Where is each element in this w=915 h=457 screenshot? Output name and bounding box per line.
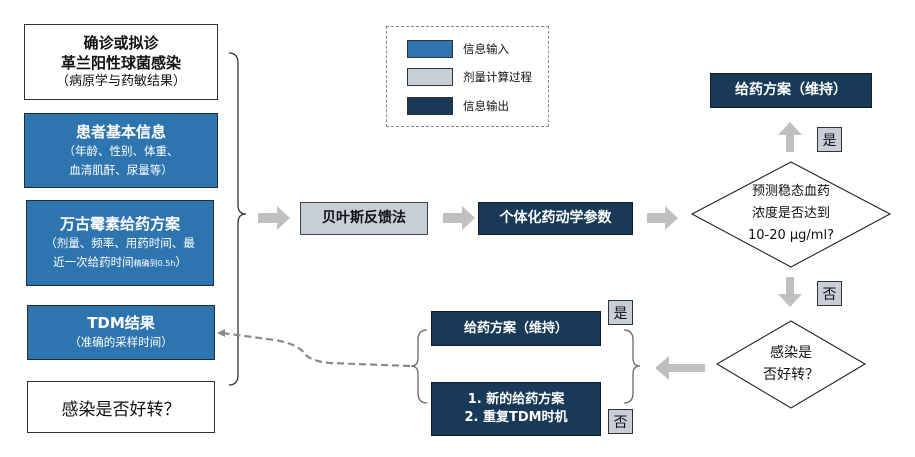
- arrow-right-3: [647, 206, 678, 230]
- arrow-up: [778, 122, 802, 152]
- pk-parameters-box: 个体化药动学参数: [478, 202, 633, 235]
- legend-swatch-output: [407, 97, 453, 115]
- legend-swatch-calc: [407, 68, 453, 86]
- feedback-arrowhead: [217, 329, 225, 337]
- outcome-right-brace: [623, 329, 641, 404]
- arrow-down: [778, 277, 802, 307]
- arrow-right-1: [258, 206, 290, 230]
- diagnosis-box: 确诊或拟诊 革兰阳性球菌感染 （病原学与药敏结果）: [24, 24, 218, 100]
- vancomycin-line2-end: ）: [175, 254, 187, 269]
- vancomycin-title: 万古霉素给药方案: [59, 214, 180, 233]
- arrow-left: [655, 356, 705, 380]
- decision1-line1: 预测稳态血药: [751, 184, 830, 199]
- no-tag-bottom: 否: [608, 409, 633, 434]
- infection-improved-box: 感染是否好转？: [27, 381, 215, 433]
- diagnosis-line1: 确诊或拟诊: [83, 34, 159, 52]
- vancomycin-regimen-box: 万古霉素给药方案 （剂量、频率、用药时间、最 近一次给药时间精确到0.5h）: [26, 200, 214, 286]
- legend-swatch-input: [407, 40, 453, 58]
- legend-item-output: 信息输出: [407, 97, 509, 115]
- decision2-line1: 感染是: [770, 345, 812, 361]
- tdm-result-box: TDM结果 （准确的采样时间）: [27, 305, 215, 360]
- outcome-left-brace: [410, 329, 428, 404]
- new-regimen-line1: 1. 新的给药方案: [467, 392, 565, 407]
- legend-item-calc: 剂量计算过程: [407, 68, 532, 86]
- maintain-regimen-top-label: 给药方案（维持）: [735, 82, 847, 98]
- vancomycin-line1: （剂量、频率、用药时间、最: [45, 235, 195, 250]
- infection-improved-label: 感染是否好转？: [61, 399, 181, 420]
- decision-diamond-2: [715, 320, 867, 409]
- decision2-line2: 否好转？: [763, 367, 819, 383]
- new-regimen-box: 1. 新的给药方案 2. 重复TDM时机: [431, 382, 601, 436]
- legend-item-input: 信息输入: [407, 40, 509, 58]
- patient-info-title: 患者基本信息: [75, 122, 166, 141]
- maintain-regimen-bottom-box: 给药方案（维持）: [431, 311, 601, 346]
- decision-diamond-1: [690, 161, 892, 268]
- maintain-regimen-bottom-label: 给药方案（维持）: [463, 320, 568, 336]
- feedback-dashed-line: [221, 331, 411, 368]
- yes-tag-bottom: 是: [608, 300, 633, 325]
- diagnosis-line3: （病原学与药敏结果）: [55, 74, 186, 89]
- bayesian-feedback-box: 贝叶斯反馈法: [300, 202, 428, 235]
- bayesian-label: 贝叶斯反馈法: [322, 210, 406, 226]
- decision1-text: 预测稳态血药 浓度是否达到 10-20 μg/ml?: [726, 181, 856, 247]
- pk-parameters-label: 个体化药动学参数: [499, 210, 612, 226]
- vancomycin-line2-small: 精确到0.5h: [133, 258, 176, 268]
- legend-label: 信息输入: [463, 42, 509, 56]
- yes-tag-top: 是: [817, 127, 842, 152]
- legend-label: 信息输出: [463, 99, 509, 113]
- vancomycin-line2: 近一次给药时间精确到0.5h）: [53, 253, 187, 273]
- patient-info-line2: 血清肌酐、尿量等）: [69, 162, 173, 177]
- legend: 信息输入 剂量计算过程 信息输出: [386, 26, 549, 127]
- no-tag-decision1: 否: [817, 281, 842, 306]
- decision1-line2: 浓度是否达到: [751, 206, 830, 221]
- decision1-line3: 10-20 μg/ml?: [748, 228, 834, 243]
- tdm-title: TDM结果: [87, 314, 155, 332]
- arrow-right-2: [443, 206, 475, 230]
- patient-info-box: 患者基本信息 （年龄、性别、体重、 血清肌酐、尿量等）: [24, 113, 218, 188]
- left-brace: [228, 52, 247, 386]
- vancomycin-line2-main: 近一次给药时间: [53, 254, 134, 269]
- tdm-line1: （准确的采样时间）: [69, 335, 173, 349]
- new-regimen-line2: 2. 重复TDM时机: [464, 410, 568, 425]
- patient-info-line1: （年龄、性别、体重、: [63, 143, 179, 158]
- maintain-regimen-top-box: 给药方案（维持）: [710, 73, 872, 108]
- decision2-text: 感染是 否好转？: [741, 342, 841, 386]
- diagnosis-line2: 革兰阳性球菌感染: [60, 54, 181, 72]
- legend-label: 剂量计算过程: [463, 70, 532, 84]
